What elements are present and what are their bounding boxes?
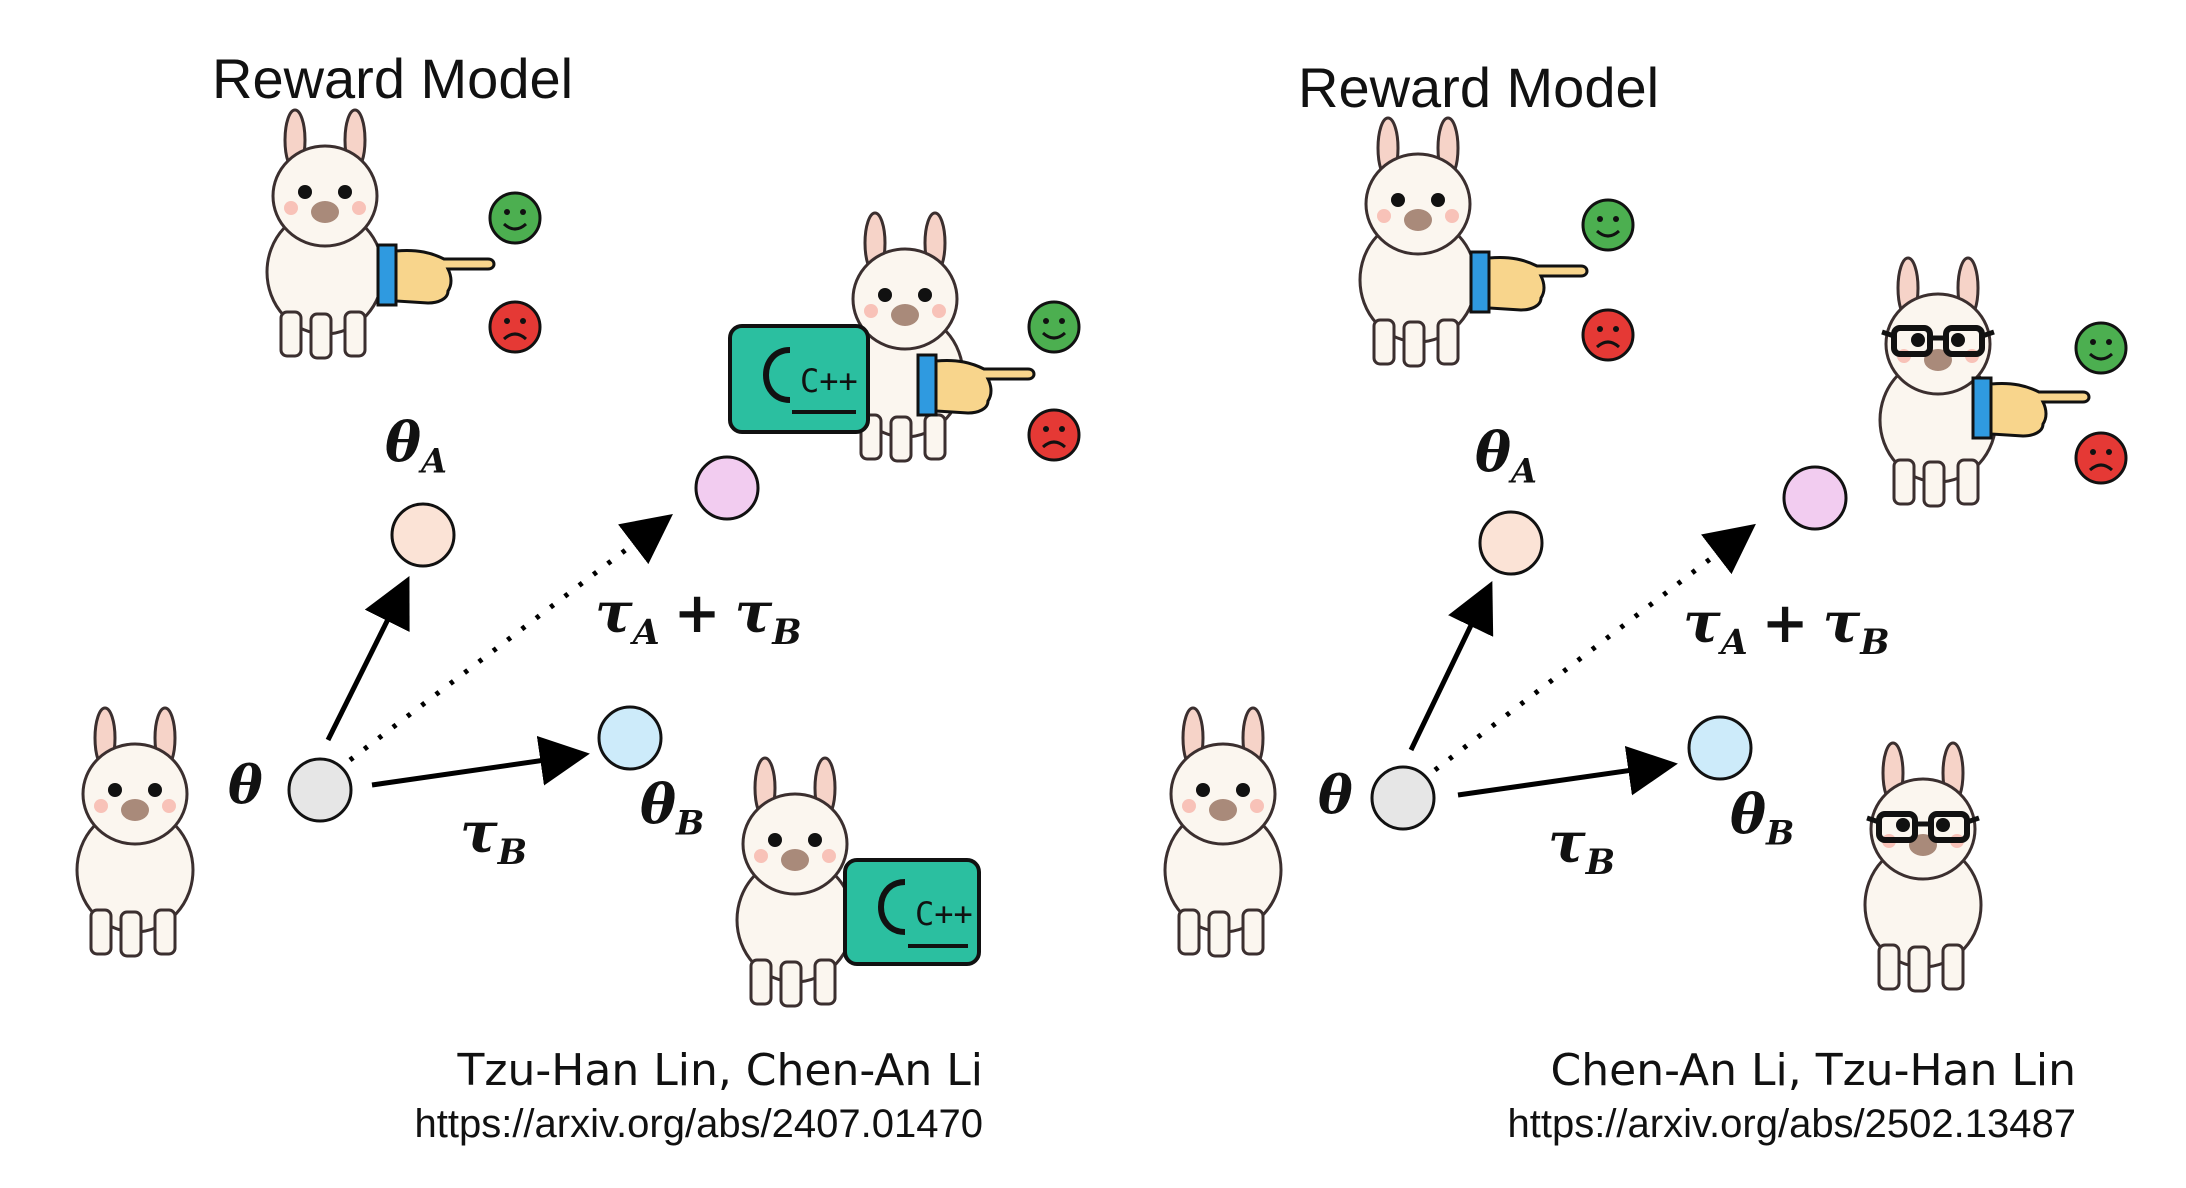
code-llama-icon [735, 756, 855, 1008]
label-tau-a-plus-tau-b: τA+τB [595, 580, 802, 654]
reward-llama-icon [1358, 116, 1478, 368]
paper-link[interactable]: https://arxiv.org/abs/2502.13487 [1507, 1102, 2076, 1146]
label-theta: θ [228, 755, 263, 816]
panel-left: C++ C++ Reward Model θ θA θB τA+τB τB Tz… [75, 47, 1081, 1147]
theta-b-node [1687, 715, 1753, 781]
happy-face-icon [1581, 198, 1635, 252]
theta-a-node [1478, 510, 1544, 576]
pointing-hand-icon [916, 353, 1036, 417]
theta-a-node [390, 502, 456, 568]
arrow-to-theta-a [1408, 580, 1494, 752]
arrow-to-theta-b [1457, 745, 1678, 798]
sad-face-icon [1027, 408, 1081, 462]
sad-face-icon [488, 300, 542, 354]
credit-block: Chen-An Li, Tzu-Han Lin https://arxiv.or… [1507, 1045, 2076, 1147]
happy-face-icon [488, 191, 542, 245]
arrow-to-merged [348, 513, 673, 762]
panel-right: Reward Model θ θA θB τA+τB τB Chen-An Li… [1093, 0, 2186, 1188]
reward-llama-icon [265, 108, 385, 360]
label-theta: θ [1318, 765, 1353, 826]
happy-face-icon [1027, 300, 1081, 354]
diagram-left: C++ C++ [75, 108, 1081, 1008]
label-tau-a-plus-tau-b: τA+τB [1683, 590, 1890, 664]
title-reward-model: Reward Model [212, 47, 574, 110]
label-theta-b: θB [1730, 782, 1795, 853]
code-box-icon [728, 324, 870, 434]
sad-face-icon [2074, 431, 2128, 485]
theta-b-node [597, 705, 663, 771]
base-llama-icon [75, 706, 195, 958]
base-llama-icon [1163, 706, 1283, 958]
glasses-llama-icon [1863, 741, 1983, 993]
authors: Chen-An Li, Tzu-Han Lin [1550, 1045, 2076, 1096]
code-label: C++ [915, 895, 973, 933]
credit-block: Tzu-Han Lin, Chen-An Li https://arxiv.or… [414, 1045, 983, 1147]
authors: Tzu-Han Lin, Chen-An Li [457, 1045, 983, 1096]
pointing-hand-icon [1971, 376, 2091, 440]
label-theta-a: θA [385, 410, 447, 481]
label-theta-a: θA [1475, 420, 1537, 491]
title-reward-model: Reward Model [1298, 56, 1660, 119]
label-tau-b: τB [1548, 810, 1616, 884]
label-tau-b: τB [460, 800, 528, 874]
code-box-icon [843, 858, 981, 966]
diagram-right [1163, 116, 2128, 993]
merged-node [694, 455, 760, 521]
arrow-to-theta-b [371, 735, 590, 788]
sad-face-icon [1581, 308, 1635, 362]
theta-node [1370, 765, 1436, 831]
paper-link[interactable]: https://arxiv.org/abs/2407.01470 [414, 1102, 983, 1146]
happy-face-icon [2074, 321, 2128, 375]
code-label: C++ [800, 362, 858, 400]
label-theta-b: θB [640, 772, 705, 843]
theta-node [287, 757, 353, 823]
pointing-hand-icon [1469, 250, 1589, 314]
merged-node [1782, 465, 1848, 531]
pointing-hand-icon [376, 243, 496, 307]
arrow-to-theta-a [325, 576, 410, 742]
